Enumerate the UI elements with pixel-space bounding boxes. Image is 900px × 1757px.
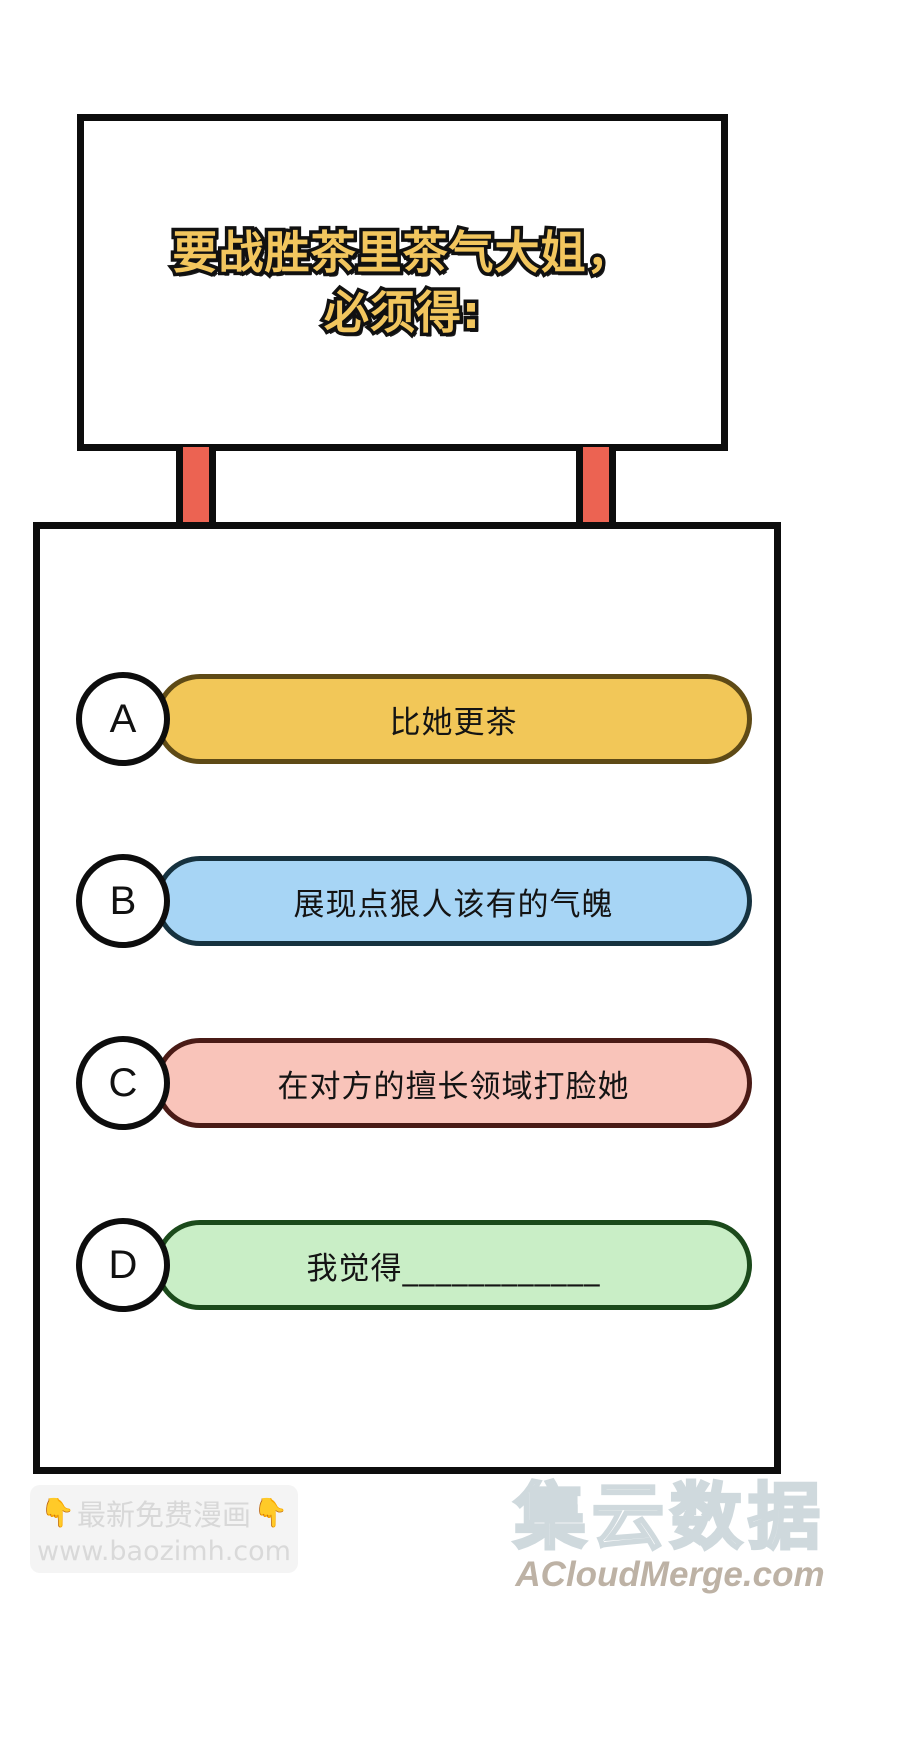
question-title: 要战胜茶里茶气大姐， 必须得: [169,223,635,342]
option-label-d: 我觉得____________ [306,1250,601,1287]
question-sign-board: 要战胜茶里茶气大姐， 必须得: [77,114,728,451]
option-badge-b[interactable]: B [76,854,170,948]
watermark-right-logo: 集云数据 [512,1475,826,1559]
watermark-left-label: 最新免费漫画 [76,1497,251,1532]
option-row-c[interactable]: 在对方的擅长领域打脸她 C [76,1036,752,1130]
watermark-right-url: ACloudMerge.com [515,1555,825,1594]
option-letter-a: A [109,697,137,741]
option-badge-a[interactable]: A [76,672,170,766]
watermark-baozimh: 👇 最新免费漫画 👇 www.baozimh.com [30,1485,298,1573]
option-row-d[interactable]: 我觉得____________ D [76,1218,752,1312]
watermark-left-url: www.baozimh.com [37,1535,291,1567]
option-row-a[interactable]: 比她更茶 A [76,672,752,766]
watermark-acloudmerge: 集云数据 ACloudMerge.com [455,1478,885,1598]
option-pill-c[interactable]: 在对方的擅长领域打脸她 [155,1038,752,1128]
option-badge-c[interactable]: C [76,1036,170,1130]
option-label-c: 在对方的擅长领域打脸她 [277,1068,630,1105]
option-letter-b: B [109,879,137,923]
watermark-left-line: 👇 最新免费漫画 👇 [40,1492,288,1534]
option-badge-d[interactable]: D [76,1218,170,1312]
sign-post-left [176,447,216,529]
option-pill-a[interactable]: 比她更茶 [155,674,752,764]
option-label-b: 展现点狠人该有的气魄 [293,886,614,923]
hand-pointing-down-icon-left: 👇 [40,1496,75,1529]
option-letter-d: D [108,1243,138,1287]
option-pill-d[interactable]: 我觉得____________ [155,1220,752,1310]
option-row-b[interactable]: 展现点狠人该有的气魄 B [76,854,752,948]
answer-options-panel: 比她更茶 A 展现点狠人该有的气魄 B 在对方的擅长领域打脸她 C 我觉得___… [33,522,781,1474]
option-label-a: 比她更茶 [389,704,518,741]
option-pill-b[interactable]: 展现点狠人该有的气魄 [155,856,752,946]
hand-pointing-down-icon-right: 👇 [253,1496,288,1529]
option-letter-c: C [108,1061,138,1105]
sign-post-right [576,447,616,529]
